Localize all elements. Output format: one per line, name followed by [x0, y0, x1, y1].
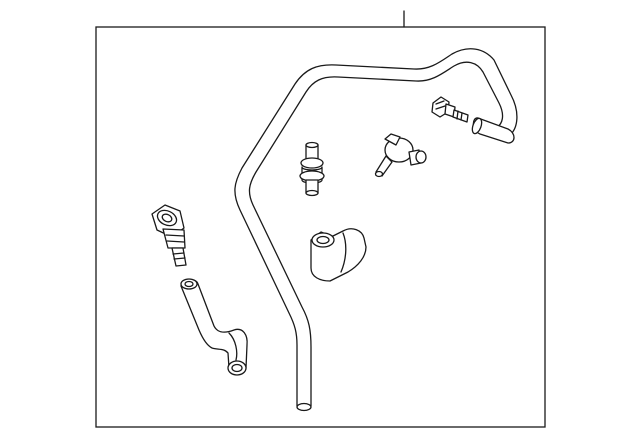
- short-hose-bend-line: [228, 332, 238, 361]
- tee-top-opening: [305, 141, 319, 149]
- short-hose-top-opening: [180, 278, 198, 290]
- connector-barb-ridges: [172, 252, 186, 260]
- connector-head-inner: [161, 213, 173, 223]
- connector-head-opening: [156, 209, 178, 227]
- short-hose-body: [180, 279, 248, 374]
- tee-collar: [300, 157, 324, 169]
- tube-sleeve-opening: [471, 117, 483, 135]
- angled-fitting[interactable]: [431, 96, 469, 123]
- elbow-bend-line: [340, 232, 347, 273]
- tube-outer-line: [234, 48, 518, 407]
- short-hose-bottom-opening: [227, 360, 247, 376]
- tube-end-cap-lower: [296, 402, 312, 412]
- valve-top-tab: [384, 133, 401, 146]
- long-vacuum-tube[interactable]: [234, 48, 518, 412]
- connector-barb: [171, 247, 187, 267]
- fitting-barb: [452, 109, 469, 123]
- elbow-opening-inner: [316, 235, 330, 245]
- hose-connector-fitting[interactable]: [151, 204, 187, 267]
- elbow-opening: [311, 232, 335, 248]
- elbow-hose[interactable]: [310, 228, 367, 282]
- connector-body: [162, 228, 186, 249]
- valve-nipple-end: [374, 170, 384, 178]
- tube-end-sleeve: [472, 117, 515, 144]
- diagram-frame: [95, 26, 546, 428]
- tee-connector[interactable]: [299, 141, 325, 197]
- tee-bottom-opening: [305, 189, 319, 197]
- tube-inner-line: [248, 61, 504, 407]
- fitting-hex-detail: [435, 100, 446, 110]
- connector-body-ribs: [165, 234, 185, 243]
- check-valve[interactable]: [374, 133, 427, 178]
- short-hose-with-elbow[interactable]: [180, 278, 248, 376]
- valve-side-port-end: [415, 150, 427, 164]
- fitting-barb-ridges: [456, 110, 463, 121]
- short-hose-bottom-inner: [231, 363, 243, 373]
- short-hose-top-inner: [184, 280, 194, 288]
